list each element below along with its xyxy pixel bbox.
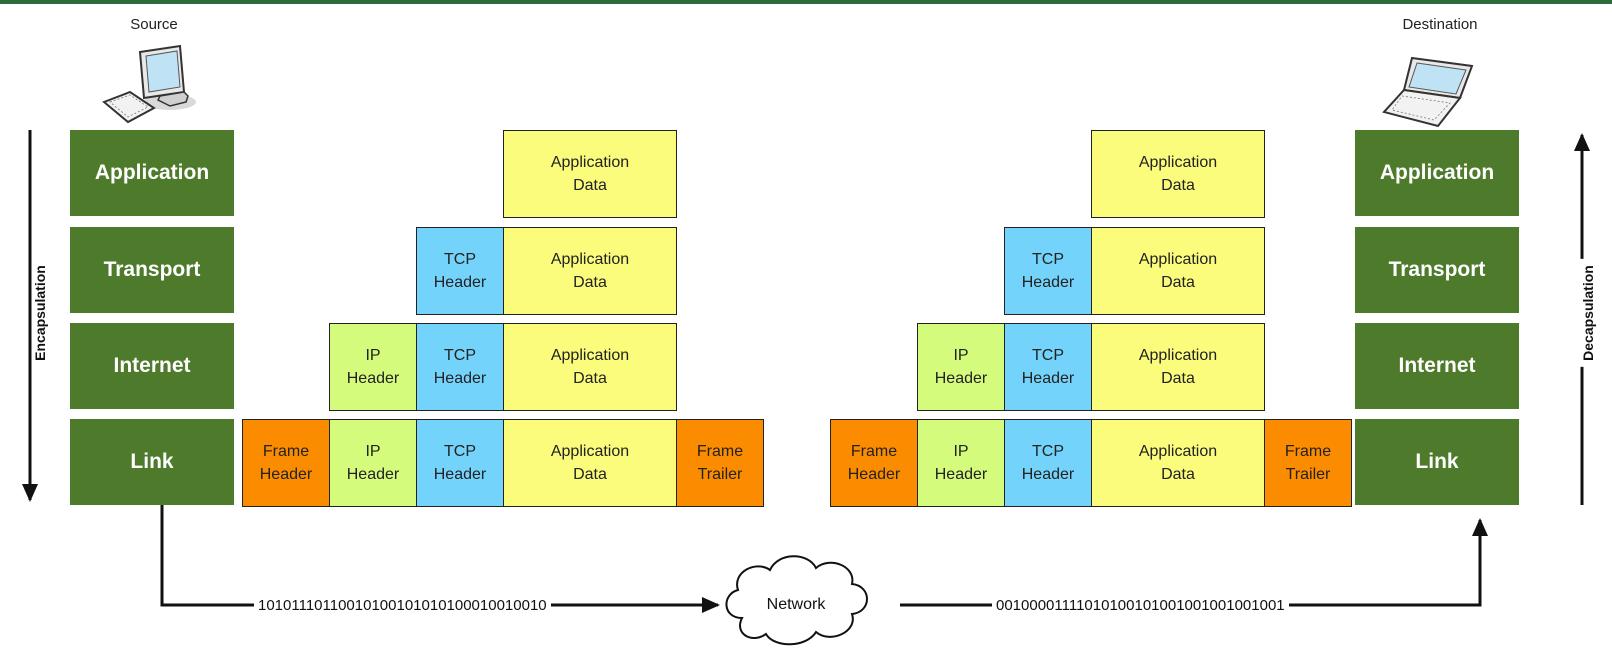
laptop-icon	[1382, 56, 1474, 128]
source-transport-tcp-header: TCP Header	[416, 227, 504, 315]
cell-line-1: TCP	[444, 347, 476, 364]
destination-layer-application: Application	[1355, 130, 1519, 216]
destination-application-data: Application Data	[1091, 130, 1265, 218]
cell-line-1: TCP	[1032, 347, 1064, 364]
cell-line-1: Application	[1138, 347, 1218, 364]
decapsulation-label: Decapsulation	[1579, 259, 1596, 367]
cell-line-1: Frame	[850, 443, 898, 460]
cell-line-2: Header	[346, 466, 400, 483]
cell-line-1: TCP	[444, 443, 476, 460]
source-internet-ip-header: IP Header	[329, 323, 417, 411]
cell-line-2: Header	[934, 370, 988, 387]
cell-line-2: Trailer	[697, 466, 743, 483]
cell-line-1: TCP	[444, 251, 476, 268]
desktop-computer-icon	[102, 44, 196, 124]
cell-line-1: Application	[1138, 443, 1218, 460]
bit-stream-outgoing: 10101110110010100101010100010010010	[254, 597, 551, 614]
cell-line-2: Data	[573, 274, 607, 291]
cell-line-1: IP	[365, 347, 381, 364]
cell-line-1: IP	[365, 443, 381, 460]
bit-stream-incoming: 00100001111010100101001001001001001	[992, 597, 1289, 614]
destination-link-frame-trailer: Frame Trailer	[1264, 419, 1352, 507]
encapsulation-label: Encapsulation	[31, 259, 48, 367]
cell-line-1: Application	[550, 154, 630, 171]
destination-transport-tcp-header: TCP Header	[1004, 227, 1092, 315]
cell-line-2: Data	[1161, 466, 1195, 483]
cell-line-1: IP	[953, 443, 969, 460]
cell-line-2: Data	[573, 370, 607, 387]
source-application-data: Application Data	[503, 130, 677, 218]
source-internet-tcp-header: TCP Header	[416, 323, 504, 411]
destination-label: Destination	[1402, 16, 1478, 33]
cell-line-2: Header	[433, 274, 487, 291]
source-link-frame-header: Frame Header	[242, 419, 330, 507]
source-internet-application-data: Application Data	[503, 323, 677, 411]
cell-line-2: Header	[433, 370, 487, 387]
destination-link-ip-header: IP Header	[917, 419, 1005, 507]
cell-line-1: Application	[550, 443, 630, 460]
cell-line-2: Data	[1161, 177, 1195, 194]
cell-line-1: Frame	[262, 443, 310, 460]
cell-line-2: Header	[1021, 466, 1075, 483]
destination-transport-application-data: Application Data	[1091, 227, 1265, 315]
cell-line-1: Frame	[696, 443, 744, 460]
source-layer-transport: Transport	[70, 227, 234, 313]
destination-link-application-data: Application Data	[1091, 419, 1265, 507]
source-link-ip-header: IP Header	[329, 419, 417, 507]
top-accent-bar	[0, 0, 1612, 4]
destination-internet-ip-header: IP Header	[917, 323, 1005, 411]
source-link-tcp-header: TCP Header	[416, 419, 504, 507]
cell-line-1: Application	[550, 251, 630, 268]
source-layer-application: Application	[70, 130, 234, 216]
cell-line-1: TCP	[1032, 443, 1064, 460]
source-transport-application-data: Application Data	[503, 227, 677, 315]
cell-line-2: Header	[1021, 370, 1075, 387]
source-link-frame-trailer: Frame Trailer	[676, 419, 764, 507]
source-layer-link: Link	[70, 419, 234, 505]
cell-line-1: Application	[1138, 154, 1218, 171]
network-cloud	[725, 555, 868, 646]
destination-layer-link: Link	[1355, 419, 1519, 505]
cell-line-2: Header	[433, 466, 487, 483]
destination-internet-tcp-header: TCP Header	[1004, 323, 1092, 411]
network-label: Network	[766, 596, 826, 613]
cell-line-1: IP	[953, 347, 969, 364]
cell-line-1: TCP	[1032, 251, 1064, 268]
cell-line-2: Data	[573, 466, 607, 483]
destination-link-frame-header: Frame Header	[830, 419, 918, 507]
destination-internet-application-data: Application Data	[1091, 323, 1265, 411]
destination-layer-transport: Transport	[1355, 227, 1519, 313]
cell-line-1: Frame	[1284, 443, 1332, 460]
destination-layer-internet: Internet	[1355, 323, 1519, 409]
cell-line-1: Application	[1138, 251, 1218, 268]
cell-line-2: Data	[1161, 370, 1195, 387]
destination-link-tcp-header: TCP Header	[1004, 419, 1092, 507]
cell-line-1: Application	[550, 347, 630, 364]
source-label: Source	[130, 16, 178, 33]
cell-line-2: Header	[1021, 274, 1075, 291]
cell-line-2: Header	[934, 466, 988, 483]
source-link-application-data: Application Data	[503, 419, 677, 507]
source-layer-internet: Internet	[70, 323, 234, 409]
cell-line-2: Header	[346, 370, 400, 387]
cell-line-2: Data	[1161, 274, 1195, 291]
cell-line-2: Data	[573, 177, 607, 194]
cell-line-2: Trailer	[1285, 466, 1331, 483]
cell-line-2: Header	[847, 466, 901, 483]
cell-line-2: Header	[259, 466, 313, 483]
